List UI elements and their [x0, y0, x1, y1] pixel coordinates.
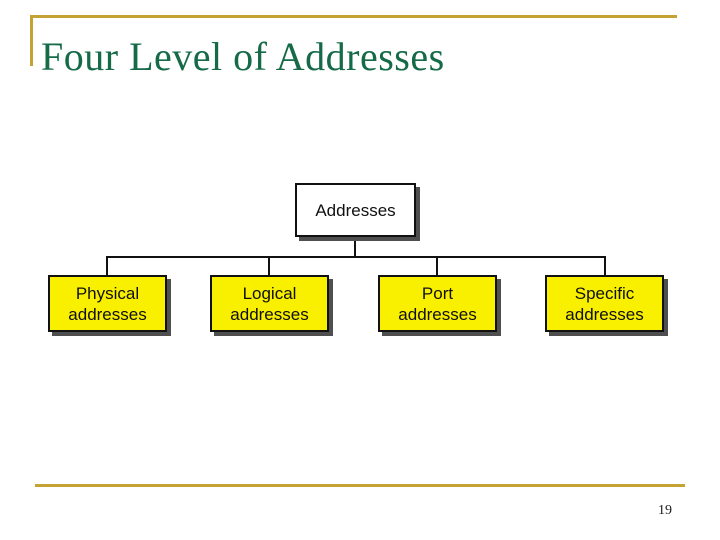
node-label-line1: Logical	[242, 283, 297, 303]
page-number: 19	[658, 503, 672, 518]
node-label-line2: addresses	[398, 304, 477, 324]
node-label-line1: Specific	[574, 283, 635, 303]
diagram-node-logical-addresses: Logical addresses	[210, 275, 329, 332]
node-label-line1: Port	[421, 283, 454, 303]
node-label-line2: addresses	[230, 304, 309, 324]
node-label-line1: Physical	[75, 283, 140, 303]
connector-stub-port	[436, 256, 438, 276]
connector-root-stem	[354, 237, 356, 257]
connector-stub-physical	[106, 256, 108, 276]
diagram-node-addresses: Addresses	[295, 183, 416, 237]
node-label-line2: addresses	[565, 304, 644, 324]
diagram-node-port-addresses: Port addresses	[378, 275, 497, 332]
connector-horizontal-bar	[106, 256, 606, 258]
diagram-node-specific-addresses: Specific addresses	[545, 275, 664, 332]
page-title: Four Level of Addresses	[41, 34, 445, 79]
top-rule-line	[30, 15, 677, 18]
bottom-rule-line	[35, 484, 685, 487]
node-label: Addresses	[315, 200, 396, 220]
connector-stub-specific	[604, 256, 606, 276]
node-label-line2: addresses	[68, 304, 147, 324]
diagram-node-physical-addresses: Physical addresses	[48, 275, 167, 332]
connector-stub-logical	[268, 256, 270, 276]
title-accent-bar	[30, 15, 33, 66]
